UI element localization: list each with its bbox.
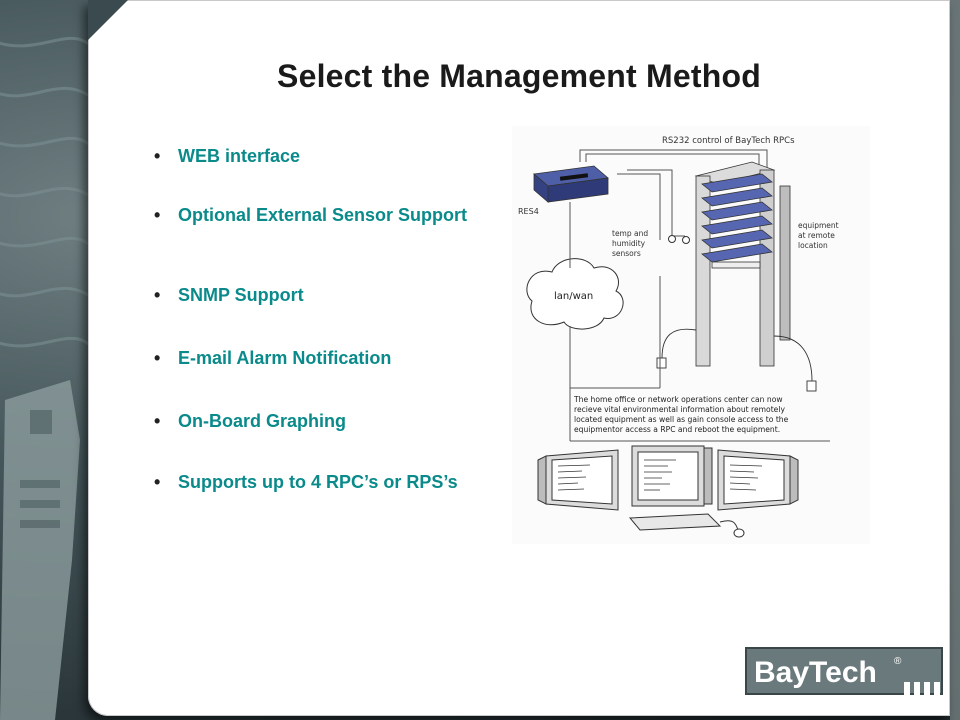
lan-wan-cloud xyxy=(526,258,624,330)
network-line xyxy=(569,202,830,442)
page-fold-decoration xyxy=(88,0,128,40)
serial-cables xyxy=(579,149,768,240)
bullet-text: WEB interface xyxy=(178,146,301,166)
baytech-logo: BayTech ® xyxy=(742,642,952,714)
equipment-label: equipment at remote location xyxy=(798,221,841,250)
equipment-rack xyxy=(694,161,791,367)
bullet-text: SNMP Support xyxy=(178,285,304,305)
bullet-text: Supports up to 4 RPC’s or RPS’s xyxy=(178,472,458,492)
logo-text: BayTech xyxy=(754,656,877,689)
diagram-caption: The home office or network operations ce… xyxy=(573,395,791,434)
bullet-dot: • xyxy=(154,348,161,368)
sensors-label: temp and humidity sensors xyxy=(612,229,651,258)
bullet-dot: • xyxy=(154,472,161,492)
bullet-item-sensor: • Optional External Sensor Support xyxy=(154,205,484,247)
cloud-label: lan/wan xyxy=(554,291,593,302)
bullet-dot: • xyxy=(154,146,161,166)
slide-title: Select the Management Method xyxy=(277,58,761,94)
bullet-item-rpc: • Supports up to 4 RPC’s or RPS’s xyxy=(154,472,484,514)
bullet-list: • WEB interface • Optional External Sens… xyxy=(154,146,484,514)
bullet-dot: • xyxy=(154,285,161,305)
bullet-item-email: • E-mail Alarm Notification xyxy=(154,348,484,369)
sensor-icons xyxy=(668,235,690,244)
bullet-item-snmp: • SNMP Support xyxy=(154,285,484,306)
monitor-left xyxy=(537,449,619,511)
res4-device xyxy=(533,165,609,203)
network-diagram: RS232 control of BayTech RPCs RES4 xyxy=(512,126,870,544)
monitor-right xyxy=(717,449,799,511)
keyboard-mouse xyxy=(628,513,745,538)
monitor-text-lines xyxy=(557,459,763,491)
res4-label: RES4 xyxy=(518,207,539,216)
bullet-item-graphing: • On-Board Graphing xyxy=(154,411,484,432)
bullet-dot: • xyxy=(154,205,161,225)
sensor-pods xyxy=(656,328,817,392)
logo-mark: ® xyxy=(894,656,902,667)
monitors xyxy=(537,445,799,511)
bullet-item-web: • WEB interface xyxy=(154,146,484,167)
baytech-logo-svg: BayTech ® xyxy=(745,647,943,712)
bullet-dot: • xyxy=(154,411,161,431)
monitor-center xyxy=(631,445,713,507)
network-diagram-svg: RS232 control of BayTech RPCs RES4 xyxy=(518,136,841,538)
bullet-text: E-mail Alarm Notification xyxy=(178,348,392,368)
bullet-text: On-Board Graphing xyxy=(178,411,346,431)
bullet-text: Optional External Sensor Support xyxy=(178,205,468,225)
rs232-label: RS232 control of BayTech RPCs xyxy=(662,136,795,146)
slide-card: Select the Management Method • WEB inter… xyxy=(88,0,950,716)
logo-bars xyxy=(904,682,940,712)
